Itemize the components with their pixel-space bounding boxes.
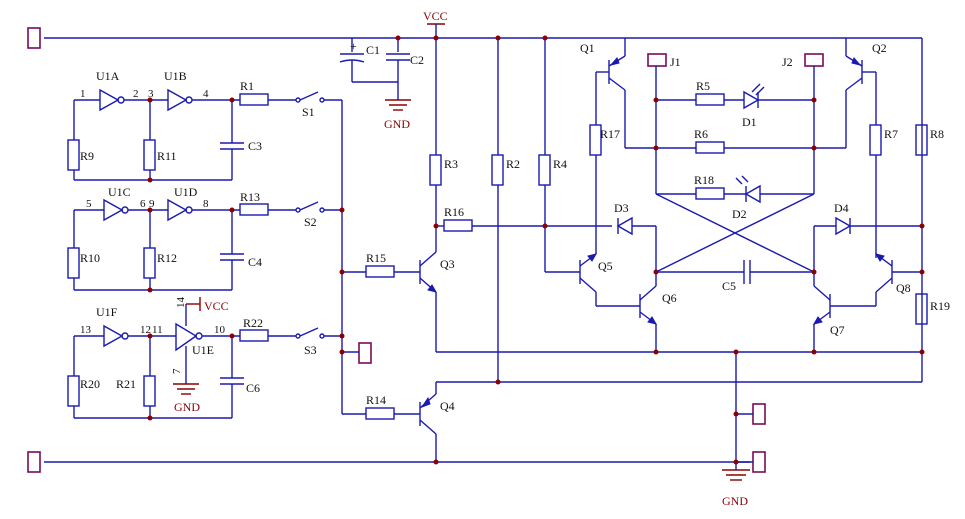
s1-label: S1 <box>302 105 315 119</box>
u1e-label: U1E <box>192 343 214 357</box>
r4-label: R4 <box>553 157 567 171</box>
c4-label: C4 <box>248 255 262 269</box>
u1f-label: U1F <box>96 305 118 319</box>
pin-10: 10 <box>214 324 226 336</box>
r20-label: R20 <box>80 377 100 391</box>
j1-label: J1 <box>670 55 681 69</box>
oscillator-1: U1A U1B 1 2 3 4 R1 R9 R11 C3 S1 <box>67 69 342 181</box>
q1-stage: Q1 R17 R6 <box>580 38 846 226</box>
r14-label: R14 <box>366 393 386 407</box>
r6-label: R6 <box>694 127 708 141</box>
s3-output-port[interactable] <box>358 342 372 364</box>
q6-label: Q6 <box>662 291 677 305</box>
vcc-top-label: VCC <box>423 9 448 23</box>
s3-label: S3 <box>304 343 317 357</box>
cross-network: C5 <box>655 193 815 293</box>
pin-14: 14 <box>175 297 187 309</box>
q4-label: Q4 <box>440 399 455 413</box>
c1-c2-block: + C1 C2 GND <box>339 38 424 131</box>
pin-4: 4 <box>203 88 209 100</box>
r10-label: R10 <box>80 251 100 265</box>
oscillator-2: U1C U1D 5 6 9 8 R13 R10 R12 C4 S2 <box>67 185 342 291</box>
r19-label: R19 <box>930 299 950 313</box>
r8-label: R8 <box>930 127 944 141</box>
r18-label: R18 <box>694 173 714 187</box>
r16-label: R16 <box>444 205 464 219</box>
r21-label: R21 <box>116 377 136 391</box>
q7-label: Q7 <box>830 323 845 337</box>
pin-11: 11 <box>152 324 163 336</box>
pin-5: 5 <box>86 198 92 210</box>
q3-label: Q3 <box>440 257 455 271</box>
driver-stage: R15 Q3 R3 R14 Q4 R2 R16 <box>342 38 612 462</box>
r11-label: R11 <box>157 149 177 163</box>
u1b-label: U1B <box>164 69 187 83</box>
d1-label: D1 <box>742 115 757 129</box>
r7-label: R7 <box>884 127 898 141</box>
r15-label: R15 <box>366 251 386 265</box>
bottom-ground: GND <box>722 352 750 508</box>
r3-label: R3 <box>444 157 458 171</box>
d4-label: D4 <box>834 201 849 215</box>
j2-label: J2 <box>782 55 793 69</box>
c3-label: C3 <box>248 139 262 153</box>
r1-label: R1 <box>240 79 254 93</box>
left-top-port[interactable] <box>27 27 41 49</box>
r2-label: R2 <box>506 157 520 171</box>
q2-stage: Q2 R7 R8 <box>845 38 944 258</box>
pin-12: 12 <box>140 324 151 336</box>
c6-label: C6 <box>246 381 260 395</box>
q5-label: Q5 <box>598 259 613 273</box>
pin-2: 2 <box>133 88 139 100</box>
supply-rails <box>44 37 923 463</box>
r17-label: R17 <box>600 127 620 141</box>
bottom-right-port-lower[interactable] <box>752 451 766 473</box>
q2-label: Q2 <box>872 41 887 55</box>
gnd-c1-label: GND <box>384 117 410 131</box>
led-network: R5 D1 R18 D2 J1 J2 <box>655 55 815 221</box>
h-bridge-left: R4 Q5 Q6 D3 <box>538 38 677 352</box>
d2-label: D2 <box>732 207 747 221</box>
pin-9: 9 <box>149 198 155 210</box>
j2-connector[interactable] <box>804 53 824 67</box>
c5-label: C5 <box>722 279 736 293</box>
bottom-right-port-upper[interactable] <box>752 403 766 425</box>
oscillator-3: U1F U1E 13 12 11 10 R22 VCC 14 7 GND R20… <box>67 297 342 419</box>
r5-label: R5 <box>696 79 710 93</box>
pin-3: 3 <box>148 88 154 100</box>
d3-label: D3 <box>614 201 629 215</box>
gnd-u1e-label: GND <box>174 400 200 414</box>
svg-text:+: + <box>350 39 357 53</box>
q1-label: Q1 <box>580 41 595 55</box>
j1-connector[interactable] <box>647 53 667 67</box>
junction-dots <box>147 35 925 465</box>
u1c-label: U1C <box>108 185 131 199</box>
pin-13: 13 <box>80 324 92 336</box>
pin-7: 7 <box>171 368 183 374</box>
u1a-label: U1A <box>96 69 120 83</box>
r9-label: R9 <box>80 149 94 163</box>
u1d-label: U1D <box>174 185 198 199</box>
r13-label: R13 <box>240 190 260 204</box>
gnd-bottom-label: GND <box>722 494 748 508</box>
r22-label: R22 <box>243 316 263 330</box>
c1-label: C1 <box>366 43 380 57</box>
pin-8: 8 <box>203 198 209 210</box>
pin-1: 1 <box>80 88 86 100</box>
left-bottom-port[interactable] <box>27 451 41 473</box>
vcc-u1e-label: VCC <box>204 299 229 313</box>
vcc-top-symbol: VCC <box>423 9 448 38</box>
r12-label: R12 <box>157 251 177 265</box>
q8-label: Q8 <box>896 281 911 295</box>
s2-label: S2 <box>304 215 317 229</box>
pin-6: 6 <box>140 198 146 210</box>
h-bridge-right: D4 Q7 Q8 R19 <box>812 201 950 352</box>
c2-label: C2 <box>410 53 424 67</box>
